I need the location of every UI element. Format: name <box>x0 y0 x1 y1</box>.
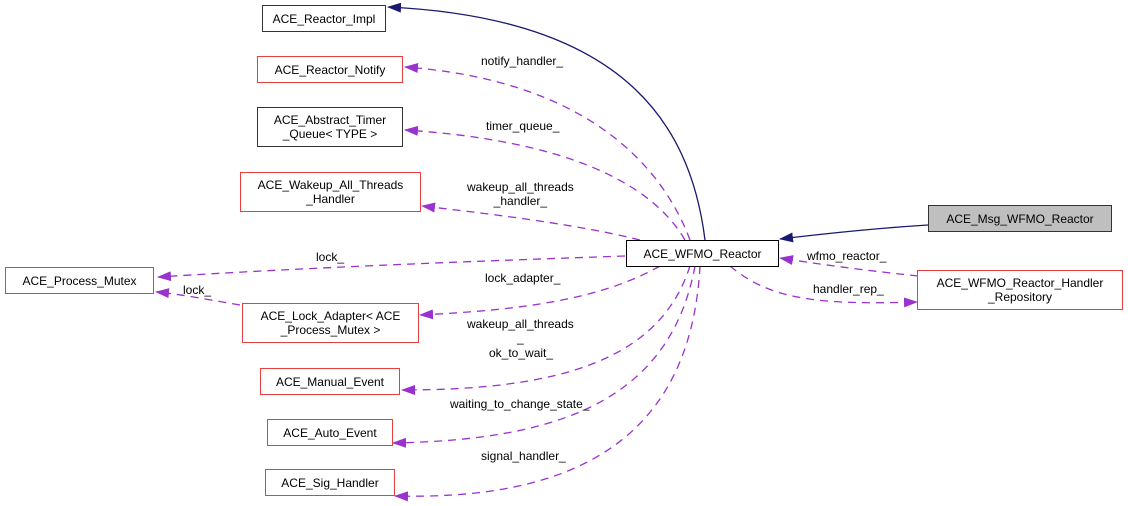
edge-inherit-msg-wfmo <box>779 224 929 243</box>
node-label-line2: _Queue< TYPE > <box>282 127 378 141</box>
node-label-line1: ACE_WFMO_Reactor_Handler <box>936 276 1104 290</box>
node-ace-abstract-timer-queue[interactable]: ACE_Abstract_Timer _Queue< TYPE > <box>257 107 403 147</box>
node-label: ACE_Sig_Handler <box>281 475 379 490</box>
edge-label-waiting-to-change-state: waiting_to_change_state_ <box>450 397 590 411</box>
node-label: ACE_WFMO_Reactor <box>643 246 762 261</box>
edge-signal-handler <box>394 265 701 502</box>
node-label-line1: ACE_Wakeup_All_Threads <box>257 178 404 192</box>
node-label-line1: ACE_Abstract_Timer <box>273 113 387 127</box>
node-label: ACE_Reactor_Impl <box>272 11 376 26</box>
edge-label-lock: lock_ <box>316 250 345 264</box>
edge-lock <box>157 255 626 282</box>
node-label: ACE_Process_Mutex <box>22 273 137 288</box>
node-label-line1: ACE_Lock_Adapter< ACE <box>260 309 401 323</box>
edge-label-lock-adapter: lock_adapter_ <box>485 271 561 285</box>
node-label: ACE_Reactor_Notify <box>274 62 386 77</box>
edge-inherit-reactor-impl <box>387 2 706 241</box>
edge-label-timer-queue: timer_queue_ <box>486 119 560 133</box>
node-ace-wakeup-all-threads-handler[interactable]: ACE_Wakeup_All_Threads _Handler <box>240 172 421 212</box>
edge-label-lock-inner: lock_ <box>183 283 212 297</box>
edge-label-ok-to-wait: ok_to_wait_ <box>489 346 554 360</box>
edge-label-wfmo-reactor: wfmo_reactor_ <box>807 249 887 263</box>
edge-timer-queue <box>404 125 686 241</box>
node-label: ACE_Msg_WFMO_Reactor <box>946 211 1094 226</box>
edge-label-notify-handler: notify_handler_ <box>481 54 564 68</box>
node-ace-wfmo-reactor-handler-repository[interactable]: ACE_WFMO_Reactor_Handler _Repository <box>917 270 1123 310</box>
node-ace-reactor-impl[interactable]: ACE_Reactor_Impl <box>262 5 386 32</box>
node-ace-process-mutex[interactable]: ACE_Process_Mutex <box>5 267 154 294</box>
node-ace-wfmo-reactor[interactable]: ACE_WFMO_Reactor <box>626 240 779 267</box>
edge-label-signal-handler: signal_handler_ <box>481 449 566 463</box>
node-label-line2: _Process_Mutex > <box>280 323 381 337</box>
node-ace-manual-event[interactable]: ACE_Manual_Event <box>260 368 400 395</box>
node-ace-auto-event[interactable]: ACE_Auto_Event <box>267 419 393 446</box>
edge-handler-rep <box>729 265 918 308</box>
edge-waiting-state <box>392 265 696 448</box>
edge-label-handler-rep: handler_rep_ <box>813 282 884 296</box>
edge-notify-handler <box>404 62 691 241</box>
edge-lock-inner <box>155 288 241 306</box>
edge-label-wakeup-all-threads-handler: wakeup_all_threads _handler_ <box>467 180 574 208</box>
node-label-line2: _Handler <box>306 192 355 206</box>
node-label: ACE_Manual_Event <box>275 374 385 389</box>
edge-wakeup-handler <box>421 202 641 241</box>
edge-label-wakeup-all-threads: wakeup_all_threads _ <box>467 317 574 345</box>
edge-ok-to-wait <box>401 265 691 395</box>
node-ace-reactor-notify[interactable]: ACE_Reactor_Notify <box>257 56 403 83</box>
node-label-line2: _Repository <box>987 290 1053 304</box>
node-label: ACE_Auto_Event <box>283 425 377 440</box>
node-ace-sig-handler[interactable]: ACE_Sig_Handler <box>265 469 395 496</box>
edge-lock-adapter <box>419 265 661 320</box>
node-ace-msg-wfmo-reactor[interactable]: ACE_Msg_WFMO_Reactor <box>928 205 1112 232</box>
node-ace-lock-adapter[interactable]: ACE_Lock_Adapter< ACE _Process_Mutex > <box>242 303 419 343</box>
